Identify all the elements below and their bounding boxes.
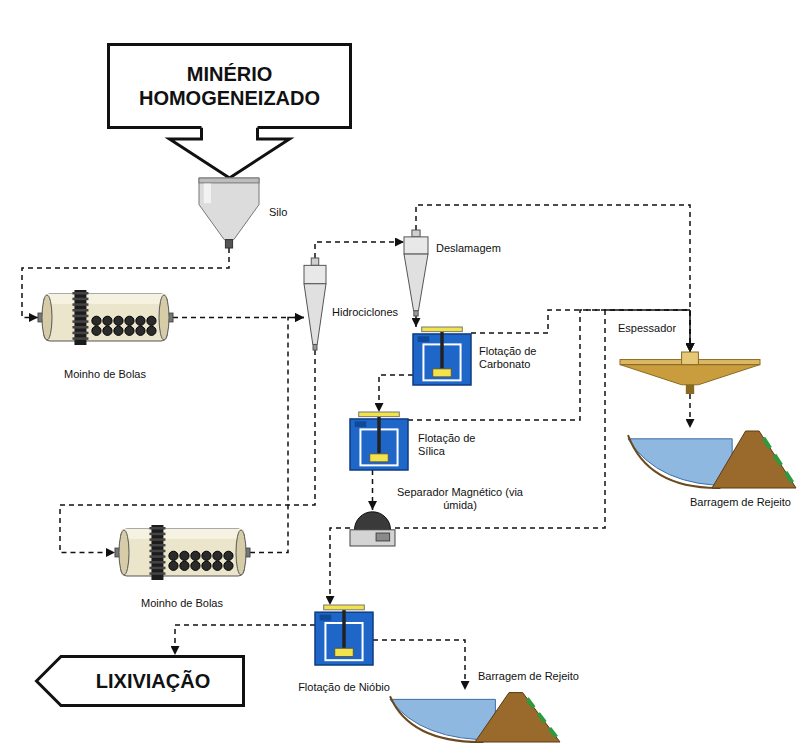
thick-drawing	[620, 352, 760, 394]
slurry-line	[415, 316, 417, 327]
silo-drawing	[199, 178, 259, 248]
ball-mill: Moinho de Bolas	[38, 290, 173, 345]
thickener: Espessador	[620, 352, 760, 394]
cell-outline	[350, 412, 408, 470]
equipment-label: Separador Magnético (via úmida)	[395, 486, 525, 512]
cell-drawing	[350, 412, 408, 470]
flotation-cell: Flotação de Carbonato	[413, 327, 471, 385]
cell-outline	[315, 605, 373, 665]
mill-outline	[115, 525, 250, 580]
magnetic-separator: Separador Magnético (via úmida)	[350, 510, 395, 546]
desliming-cyclone: Deslamagem	[404, 230, 428, 316]
mill-drawing	[115, 525, 250, 580]
silo-outline	[199, 178, 259, 248]
box-title: MINÉRIO HOMOGENEIZADO	[127, 62, 332, 110]
ball-mill: Moinho de Bolas	[115, 525, 250, 580]
slurry-line	[379, 375, 413, 412]
slurry-line	[330, 528, 350, 605]
block-arrow	[170, 128, 290, 179]
equipment-label: Moinho de Bolas	[64, 368, 146, 381]
silo-symbol: Silo	[199, 178, 259, 248]
tailings-dam: Barragem de Rejeito	[628, 428, 796, 488]
slurry-line	[689, 394, 691, 428]
dam-drawing	[628, 431, 796, 488]
cyc-drawing	[404, 230, 428, 316]
equipment-label: Espessador	[618, 322, 676, 335]
box-outline	[107, 43, 352, 129]
slurry-line	[416, 205, 690, 352]
hydrocyclone: Hidrociclones	[304, 258, 326, 350]
cyc-outline	[304, 258, 326, 350]
cell-drawing	[315, 605, 373, 665]
tailings-dam: Barragem de Rejeito	[390, 690, 560, 742]
sep-outline	[350, 510, 395, 546]
cyc-drawing	[304, 258, 326, 350]
product-arrow-box: LIXIVIAÇÃO	[35, 655, 245, 707]
flotation-cell: Flotação de Sílica	[350, 412, 408, 470]
equipment-label: Flotação de Nióbio	[298, 681, 390, 694]
slurry-line	[250, 318, 304, 553]
equipment-label: Flotação de Sílica	[418, 432, 492, 458]
equipment-label: Flotação de Carbonato	[479, 345, 553, 371]
slurry-line	[173, 317, 304, 319]
equipment-label: Barragem de Rejeito	[690, 496, 791, 509]
lix-drawing	[37, 657, 244, 706]
slurry-line	[175, 625, 315, 655]
slurry-line	[60, 350, 315, 553]
dam-outline	[390, 690, 560, 742]
slurry-line	[372, 470, 374, 510]
thick-outline	[620, 352, 760, 394]
equipment-label: Barragem de Rejeito	[478, 670, 579, 683]
equipment-label: Deslamagem	[436, 242, 501, 255]
dam-drawing	[390, 693, 560, 742]
sep-drawing	[350, 512, 395, 546]
cyc-outline	[404, 230, 428, 316]
feed-box: MINÉRIO HOMOGENEIZADO	[107, 43, 352, 129]
slurry-line	[315, 242, 404, 258]
slurry-line	[395, 310, 690, 528]
equipment-label: Moinho de Bolas	[141, 597, 223, 610]
flotation-cell: Flotação de Nióbio	[315, 605, 373, 665]
mill-outline	[38, 290, 173, 345]
mill-drawing	[38, 290, 173, 345]
equipment-label: Silo	[269, 206, 287, 219]
box-title: LIXIVIAÇÃO	[70, 669, 210, 693]
equipment-label: Hidrociclones	[332, 306, 398, 319]
cell-drawing	[413, 327, 471, 385]
cell-outline	[413, 327, 471, 385]
box-drawing	[109, 45, 351, 128]
dam-outline	[628, 428, 796, 488]
